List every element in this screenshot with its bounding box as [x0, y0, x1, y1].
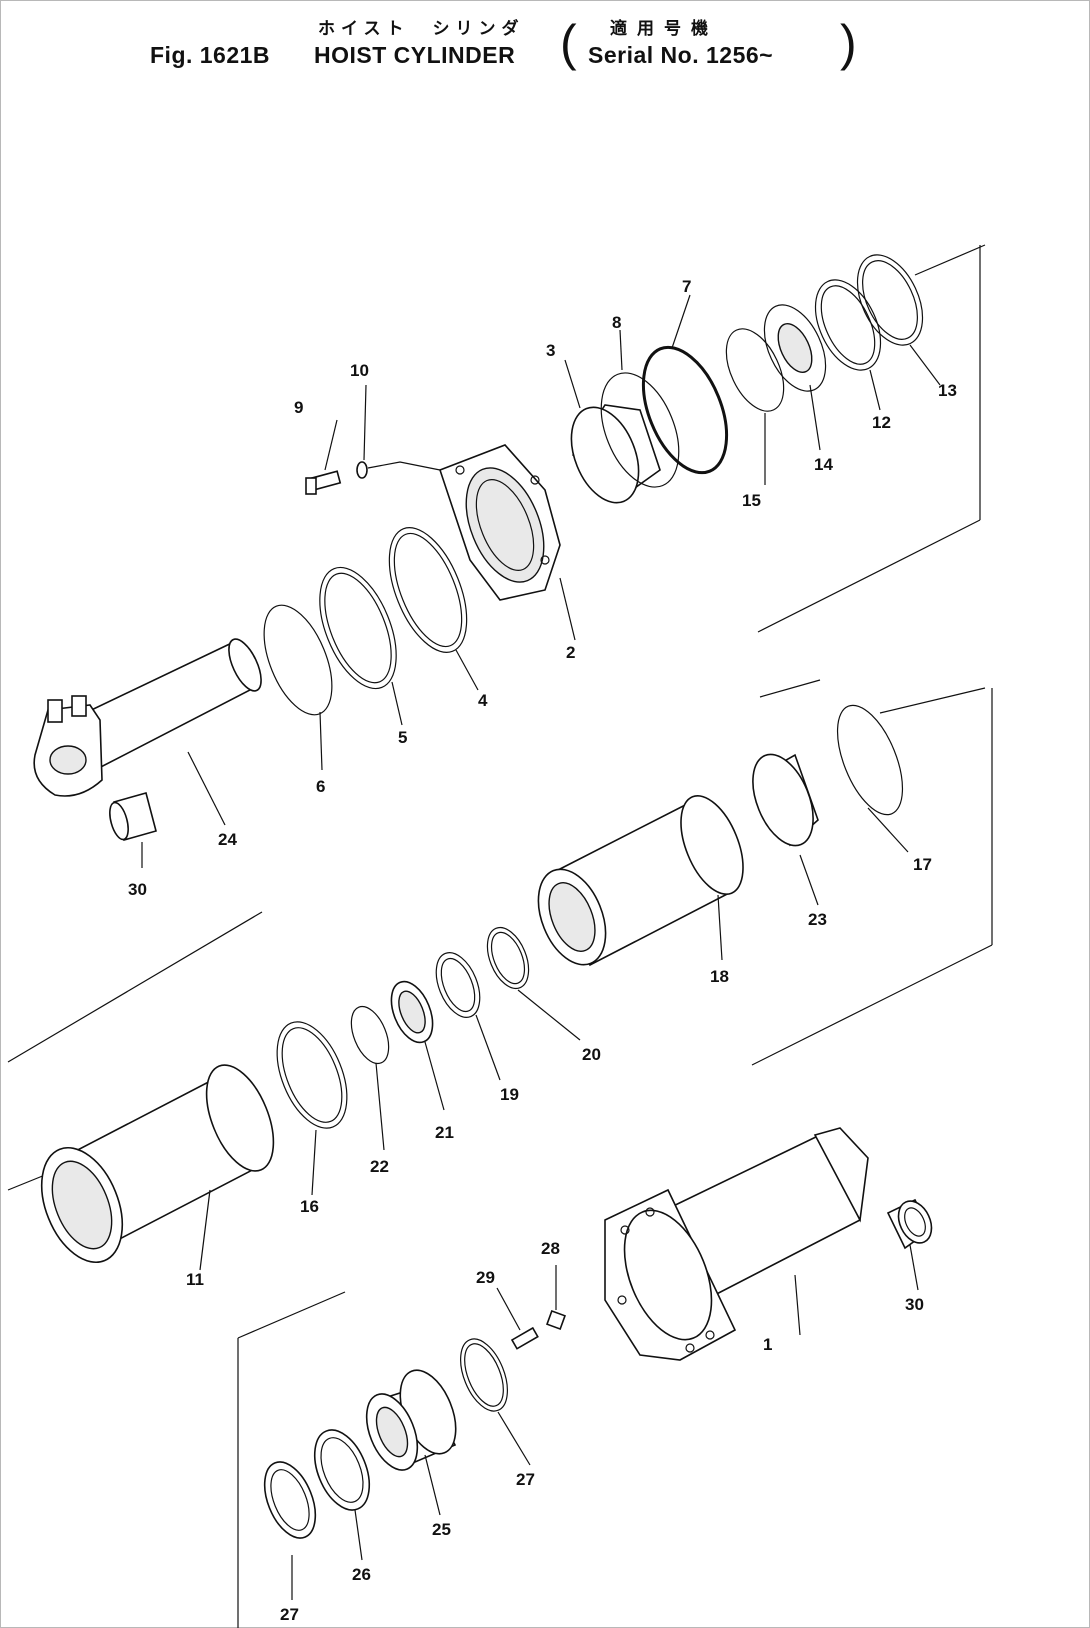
label-part-4: 4	[478, 691, 488, 710]
label-part-5: 5	[398, 728, 407, 747]
title-japanese-applicable: 適用号機	[610, 19, 718, 38]
part-2-cylinder-head	[438, 444, 561, 601]
label-part-16: 16	[300, 1197, 319, 1216]
ring-parts-upper-middle	[570, 345, 729, 504]
label-part-8: 8	[612, 313, 621, 332]
part-30-bushing-right	[886, 1198, 933, 1250]
label-part-1: 1	[763, 1335, 772, 1354]
label-part-29: 29	[476, 1268, 495, 1287]
label-part-9: 9	[294, 398, 303, 417]
label-part-7: 7	[682, 277, 691, 296]
part-30-bushing-left	[109, 792, 157, 841]
title-close-paren: )	[840, 15, 857, 71]
part-19-ring	[435, 952, 481, 1018]
part-29-bleeder-screw	[510, 1326, 539, 1350]
part-11-inner-cylinder	[40, 1064, 275, 1264]
label-part-27-right: 27	[516, 1470, 535, 1489]
part-23-bushing	[752, 753, 814, 847]
label-part-15: 15	[742, 491, 761, 510]
part-24-piston-rod	[33, 638, 262, 797]
serial-range: Serial No. 1256~	[588, 42, 774, 68]
part-8-backup-ring	[600, 372, 680, 488]
label-part-21: 21	[435, 1123, 454, 1142]
ring-parts-lower	[263, 1338, 508, 1539]
part-20-ring	[486, 926, 530, 990]
part-27-ring-right	[460, 1338, 508, 1412]
part-14-seal	[763, 304, 827, 392]
part-16-bushing	[276, 1021, 348, 1129]
label-part-19: 19	[500, 1085, 519, 1104]
label-part-17: 17	[913, 855, 932, 874]
ring-parts-middle-right	[752, 704, 904, 847]
leader-lines	[141, 294, 941, 1600]
label-part-13: 13	[938, 381, 957, 400]
ring-parts-middle-left	[276, 926, 530, 1129]
part-26-ring	[313, 1429, 371, 1511]
label-part-22: 22	[370, 1157, 389, 1176]
page-title: Fig. 1621B HOIST CYLINDER Serial No. 1256~	[150, 42, 773, 69]
part-9-bolt	[305, 470, 342, 495]
part-15-ring	[725, 328, 785, 412]
label-part-26: 26	[352, 1565, 371, 1584]
label-part-25: 25	[432, 1520, 451, 1539]
label-part-2: 2	[566, 643, 575, 662]
label-part-30-right: 30	[905, 1295, 924, 1314]
label-part-12: 12	[872, 413, 891, 432]
part-number-labels: 1 2 3 4 5 6 7 8 9 10 11 12 13 14 15 16 1…	[128, 277, 957, 1624]
label-part-23: 23	[808, 910, 827, 929]
label-part-20: 20	[582, 1045, 601, 1064]
part-13-ring	[856, 254, 924, 346]
label-part-27-left: 27	[280, 1605, 299, 1624]
part-4-ring	[388, 527, 468, 653]
label-part-24: 24	[218, 830, 237, 849]
part-27-ring-left	[263, 1461, 317, 1539]
part-7-o-ring	[641, 345, 729, 475]
label-part-30-left: 30	[128, 880, 147, 899]
part-18-middle-cylinder	[537, 795, 744, 967]
part-1-cylinder-tube	[604, 1127, 869, 1361]
label-part-6: 6	[316, 777, 325, 796]
label-part-3: 3	[546, 341, 555, 360]
title-japanese-name: ホイスト シリンダ	[318, 19, 525, 38]
ring-parts-upper-right	[725, 254, 924, 412]
figure-number: Fig. 1621B	[150, 42, 271, 68]
label-part-18: 18	[710, 967, 729, 986]
part-17-snap-ring	[836, 704, 904, 816]
part-3-bushing	[570, 406, 640, 504]
part-22-snap-ring	[350, 1005, 390, 1065]
label-part-11: 11	[186, 1270, 204, 1289]
title-open-paren: (	[560, 15, 577, 71]
label-part-28: 28	[541, 1239, 560, 1258]
part-28-nut	[546, 1310, 566, 1330]
part-6-snap-ring	[263, 604, 333, 716]
label-part-14: 14	[814, 455, 833, 474]
part-12-ring	[814, 279, 882, 371]
label-part-10: 10	[350, 361, 369, 380]
assembly-axis-lines	[7, 244, 993, 1628]
ring-parts-upper-left	[263, 527, 468, 716]
part-name: HOIST CYLINDER	[314, 42, 516, 68]
part-5-ring	[319, 566, 397, 690]
part-10-washer	[356, 461, 441, 479]
